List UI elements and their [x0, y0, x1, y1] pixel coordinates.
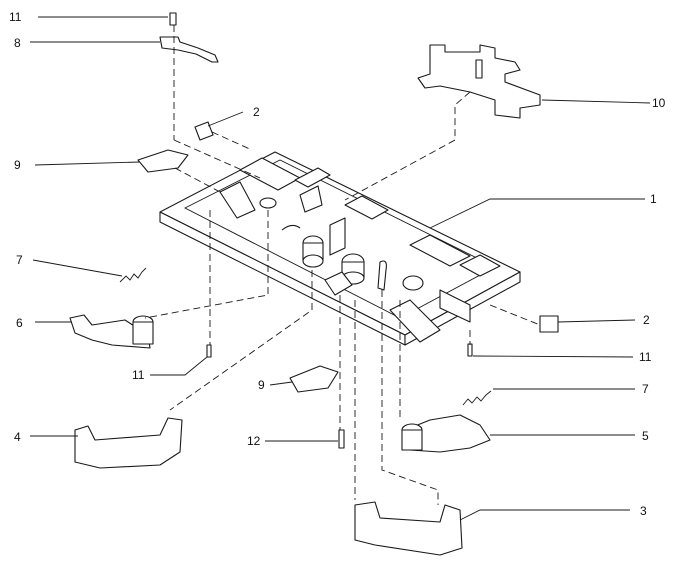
- part-6-arm: [69, 314, 154, 349]
- callout-12: 12: [247, 434, 261, 448]
- callout-labels: 11 8 2 9 10 1 7 6 2 11 11 9 7 4 12 5 3: [9, 10, 666, 518]
- callout-10: 10: [652, 96, 666, 110]
- callout-3: 3: [640, 504, 647, 518]
- part-8-bracket: [159, 36, 219, 63]
- part-11-screw-left: [206, 344, 212, 358]
- callout-4: 4: [14, 430, 21, 444]
- part-2-block-upper: [194, 121, 214, 141]
- callout-1: 1: [650, 192, 657, 206]
- callout-9-upper: 9: [14, 158, 21, 172]
- callout-7-right: 7: [642, 382, 649, 396]
- callout-2-upper: 2: [253, 105, 260, 119]
- part-3-bracket: [354, 501, 463, 556]
- part-7-spring-right: [462, 390, 492, 406]
- callout-5: 5: [642, 429, 649, 443]
- leader-lines: [30, 16, 651, 521]
- part-4-bracket: [74, 417, 183, 469]
- callout-6: 6: [16, 316, 23, 330]
- part-7-spring-left: [119, 267, 147, 283]
- callout-2-right: 2: [643, 313, 650, 327]
- assembly-lines: [144, 25, 541, 505]
- callout-9-lower: 9: [258, 378, 265, 392]
- part-10-plate: [417, 44, 541, 119]
- callout-7-left: 7: [16, 253, 23, 267]
- callout-11-left: 11: [132, 368, 145, 382]
- callout-11-right: 11: [639, 350, 652, 364]
- part-2-block-lower: [539, 315, 559, 333]
- part-9-upper: [137, 149, 189, 173]
- part-9-lower: [289, 365, 339, 393]
- part-11-screw-top: [169, 12, 177, 26]
- callout-11-top: 11: [9, 10, 22, 24]
- part-11-screw-right: [467, 343, 473, 357]
- part-10-pin: [475, 59, 483, 79]
- part-5-arm: [401, 414, 491, 453]
- part-12-screw: [338, 429, 345, 449]
- callout-8: 8: [14, 36, 21, 50]
- main-frame: [159, 151, 521, 346]
